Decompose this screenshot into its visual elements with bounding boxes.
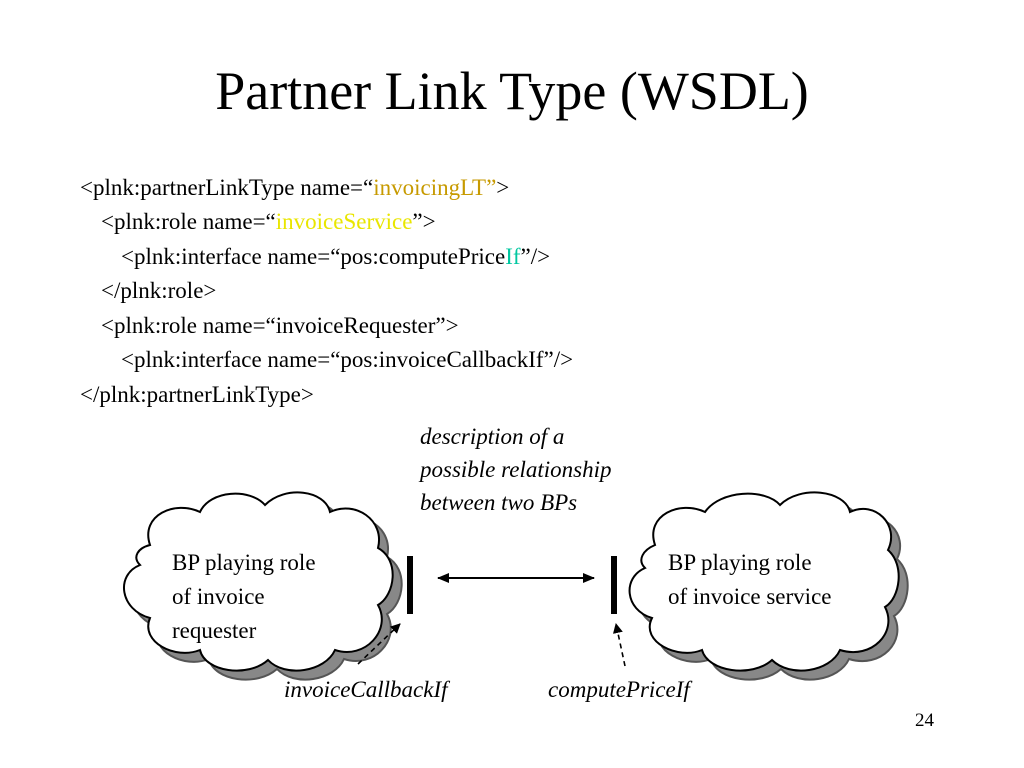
right-cloud-line-1: BP playing role xyxy=(668,550,812,575)
right-interface-pointer xyxy=(612,623,626,667)
left-cloud-line-3: requester xyxy=(172,618,257,643)
right-cloud xyxy=(628,491,900,672)
left-interface-bar xyxy=(407,556,413,614)
code-line-3-post: ”/> xyxy=(520,244,551,269)
left-interface-pointer xyxy=(357,623,401,665)
code-line-2-value: invoiceService xyxy=(275,209,413,234)
left-interface-label: invoiceCallbackIf xyxy=(284,677,448,702)
left-cloud-line-1: BP playing role xyxy=(172,550,316,575)
code-line-5: <plnk:role name=“invoiceRequester”> xyxy=(101,313,459,338)
code-line-3-value: If xyxy=(505,244,521,269)
code-line-4: </plnk:role> xyxy=(101,278,217,303)
right-interface-bar xyxy=(611,556,617,614)
code-line-3-pre: <plnk:interface name=“pos:computePrice xyxy=(121,244,506,269)
code-line-2-pre: <plnk:role name=“ xyxy=(101,209,276,234)
right-cloud-line-2: of invoice service xyxy=(668,584,832,609)
left-cloud-line-2: of invoice xyxy=(172,584,265,609)
description-line-2: possible relationship xyxy=(420,457,612,482)
slide-title: Partner Link Type (WSDL) xyxy=(215,61,809,121)
left-cloud xyxy=(123,491,394,672)
code-line-2: <plnk:role name=“invoiceService”> xyxy=(101,205,436,240)
code-line-1-value: invoicingLT” xyxy=(373,175,497,200)
code-line-2-post: ”> xyxy=(412,209,436,234)
description-line-3: between two BPs xyxy=(420,490,578,515)
code-line-1-pre: <plnk:partnerLinkType name=“ xyxy=(80,175,374,200)
left-cloud-label: BP playing role of invoice requester xyxy=(172,546,316,648)
right-interface-label: computePriceIf xyxy=(548,677,690,702)
code-line-6: <plnk:interface name=“pos:invoiceCallbac… xyxy=(121,347,574,372)
page-number: 24 xyxy=(915,710,934,731)
right-cloud-label: BP playing role of invoice service xyxy=(668,546,831,614)
code-line-3: <plnk:interface name=“pos:computePriceIf… xyxy=(121,240,550,275)
code-line-1-post: > xyxy=(496,175,510,200)
description-line-1: description of a xyxy=(420,424,565,449)
code-line-7: </plnk:partnerLinkType> xyxy=(80,382,314,407)
relationship-description: description of a possible relationship b… xyxy=(420,420,611,519)
code-line-1: <plnk:partnerLinkType name=“invoicingLT”… xyxy=(80,171,509,206)
